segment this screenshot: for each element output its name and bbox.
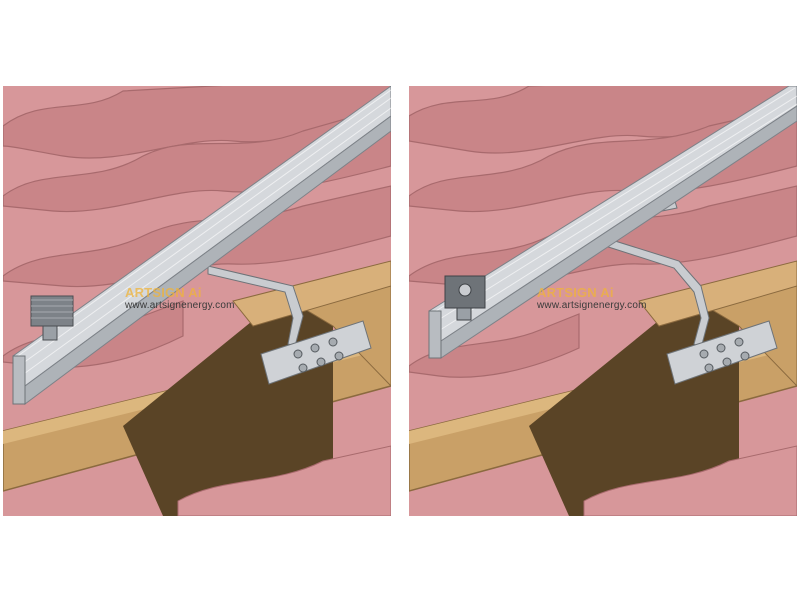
end-clamp-left <box>30 295 74 341</box>
roof-hook-illustration-left <box>3 86 391 516</box>
solar-rail-left <box>12 86 391 405</box>
artsign-logo-icon: ARTSIGN Ai <box>537 285 614 300</box>
brand-watermark-left: ARTSIGN Ai www.artsignenergy.com <box>125 285 235 311</box>
brand-watermark-right: ARTSIGN Ai www.artsignenergy.com <box>537 285 647 311</box>
watermark-url: www.artsignenergy.com <box>537 300 647 311</box>
roof-hook-illustration-right <box>409 86 797 516</box>
end-clamp-right <box>444 275 486 321</box>
illustration-panel-left: ARTSIGN Ai www.artsignenergy.com <box>3 86 391 516</box>
solar-rail-right <box>428 86 797 359</box>
watermark-url: www.artsignenergy.com <box>125 300 235 311</box>
illustration-panel-right: ARTSIGN Ai www.artsignenergy.com <box>409 86 797 516</box>
tile-roof-hook-left <box>207 265 372 385</box>
artsign-logo-icon: ARTSIGN Ai <box>125 285 202 300</box>
